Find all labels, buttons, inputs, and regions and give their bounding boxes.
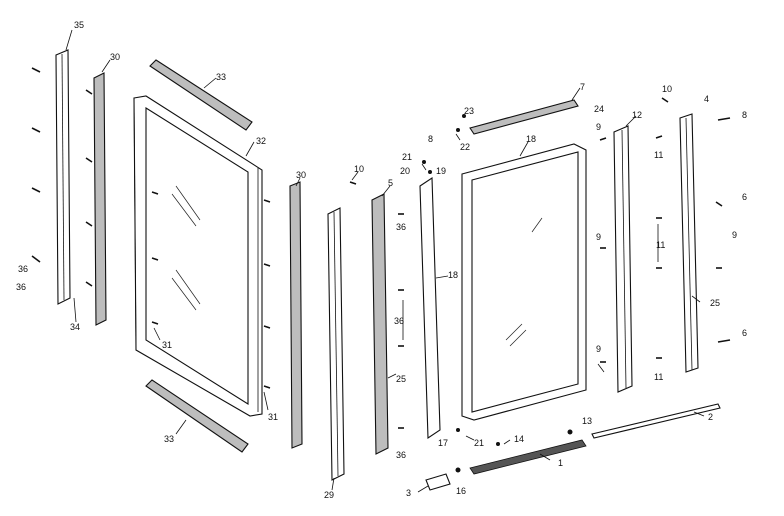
callout-33-top: 33 <box>216 72 226 82</box>
small-hardware <box>349 97 731 473</box>
callout-4: 4 <box>704 94 709 104</box>
callout-9-c: 9 <box>596 344 601 354</box>
part-35-side-jamb <box>55 49 71 305</box>
callout-8-mid: 8 <box>428 134 433 144</box>
part-30-seal-strip-right <box>289 181 303 449</box>
left-screws <box>31 67 93 287</box>
callout-10-right: 10 <box>662 84 672 94</box>
callout-11-b: 11 <box>656 240 665 250</box>
part-5-strike-jamb <box>371 193 389 455</box>
callout-labels: 35 30 33 32 36 34 31 31 33 30 29 10 5 36… <box>16 20 747 500</box>
callout-14: 14 <box>514 434 524 444</box>
callout-9-b: 9 <box>596 232 601 242</box>
part-12-hinge-rail <box>613 125 633 393</box>
part-18-door-panel <box>461 143 587 421</box>
callout-11-a: 11 <box>654 150 663 160</box>
callout-21-top: 21 <box>402 152 412 162</box>
callout-6-b: 6 <box>742 192 747 202</box>
callout-18-strip: 18 <box>448 270 458 280</box>
callout-17: 17 <box>438 438 448 448</box>
part-29-jamb <box>327 207 345 481</box>
part-33-top-strip <box>149 59 253 131</box>
callout-36-a: 36 <box>396 222 406 232</box>
callout-20: 20 <box>400 166 410 176</box>
part-7-top-guide <box>469 99 579 135</box>
callout-30-right: 30 <box>296 170 306 180</box>
callout-9-d: 9 <box>732 230 737 240</box>
callout-32: 32 <box>256 136 266 146</box>
callout-18-door: 18 <box>526 134 536 144</box>
callout-9-a: 9 <box>596 122 601 132</box>
callout-2: 2 <box>708 412 713 422</box>
callout-5: 5 <box>388 178 393 188</box>
callout-8-right: 8 <box>742 110 747 120</box>
part-32-fixed-panel <box>133 95 271 417</box>
part-30-seal-strip-left <box>93 72 107 326</box>
callout-19: 19 <box>436 166 446 176</box>
callout-36-d: 36 <box>18 264 28 274</box>
callout-7: 7 <box>580 82 585 92</box>
callout-36-c: 36 <box>396 450 406 460</box>
callout-3: 3 <box>406 488 411 498</box>
callout-25-left: 25 <box>396 374 406 384</box>
callout-12: 12 <box>632 110 642 120</box>
part-4-wall-jamb <box>679 113 699 373</box>
part-33-bottom-strip <box>145 379 249 453</box>
callout-10-left: 10 <box>354 164 364 174</box>
part-1-bottom-guide <box>469 439 587 475</box>
callout-36-left: 36 <box>16 282 26 292</box>
callout-34: 34 <box>70 322 80 332</box>
callout-35: 35 <box>74 20 84 30</box>
part-18-sweep-strip <box>419 176 441 440</box>
callout-1: 1 <box>558 458 563 468</box>
leader-lines <box>65 29 705 493</box>
callout-36-b: 36 <box>394 316 404 326</box>
callout-11-c: 11 <box>654 372 663 382</box>
callout-33-bottom: 33 <box>164 434 174 444</box>
part-2-rod <box>591 403 721 439</box>
callout-23: 23 <box>464 106 474 116</box>
part-3-end-cap <box>425 473 451 491</box>
callout-22: 22 <box>460 142 470 152</box>
callout-24: 24 <box>594 104 604 114</box>
callout-29: 29 <box>324 490 334 500</box>
callout-16: 16 <box>456 486 466 496</box>
callout-25-right: 25 <box>710 298 720 308</box>
callout-21-bottom: 21 <box>474 438 484 448</box>
callout-31-left: 31 <box>162 340 172 350</box>
callout-13: 13 <box>582 416 592 426</box>
callout-6-a: 6 <box>742 328 747 338</box>
callout-30-left: 30 <box>110 52 120 62</box>
callout-31-right: 31 <box>268 412 278 422</box>
